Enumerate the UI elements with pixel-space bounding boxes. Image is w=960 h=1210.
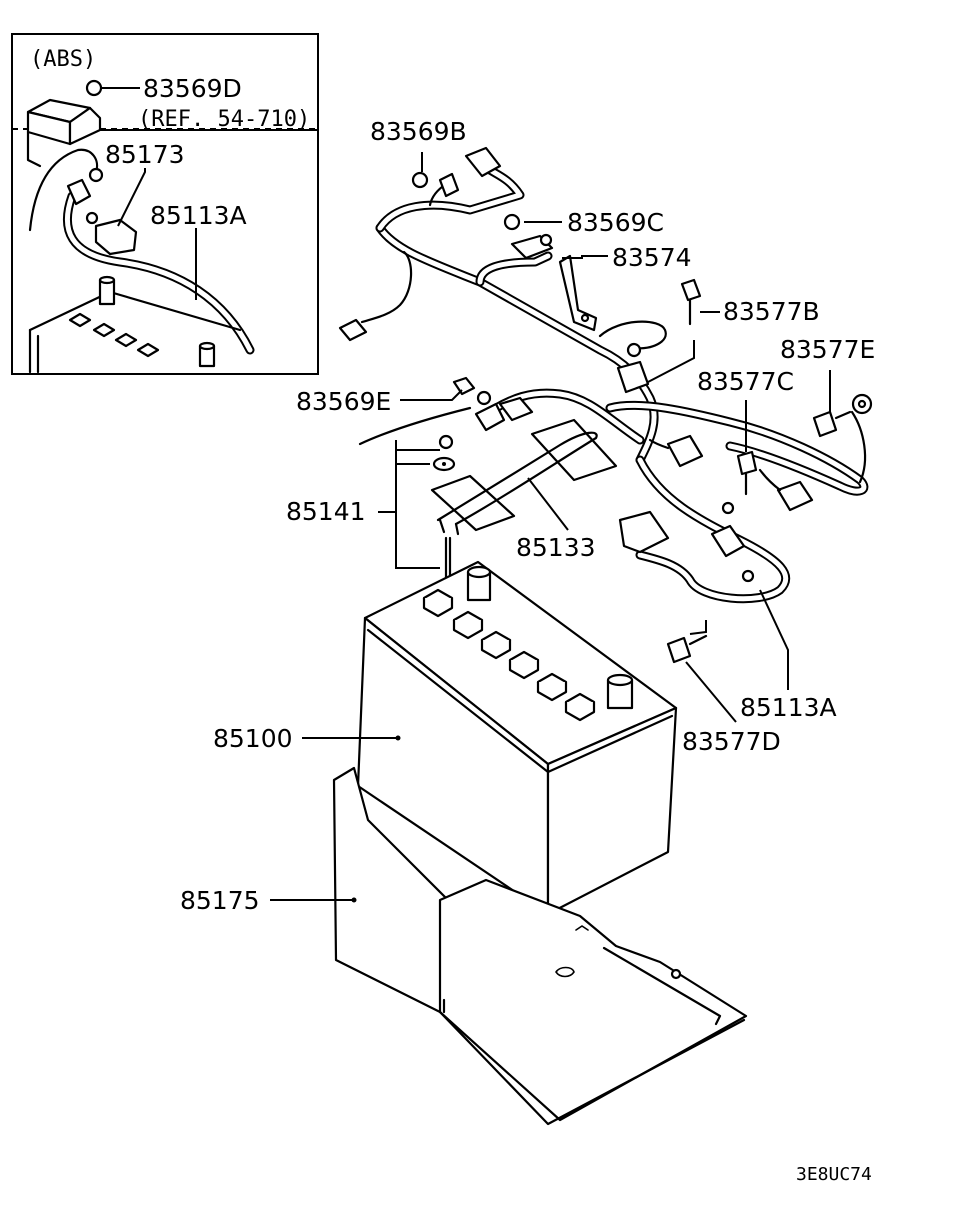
- label-85113A-inset: 85113A: [150, 201, 247, 230]
- abs-bracket: [26, 79, 140, 168]
- label-85133: 85133: [516, 533, 596, 562]
- battery-tray: [332, 766, 748, 1126]
- bolt-83577D: [666, 634, 708, 664]
- label-85113A: 85113A: [740, 693, 837, 722]
- label-83569E: 83569E: [296, 387, 391, 416]
- battery-cell-caps: [422, 588, 596, 722]
- nut-icon: [503, 213, 521, 231]
- nut-icon: [411, 171, 429, 189]
- abs-inset: (ABS): [11, 33, 319, 375]
- inset-battery-caps: [68, 275, 216, 368]
- bolt-83577B: [680, 278, 702, 326]
- label-83577D: 83577D: [682, 727, 781, 756]
- diagram-code: 3E8UC74: [796, 1164, 872, 1185]
- battery-terminals: [466, 565, 634, 710]
- ref-note: (REF. 54-710): [138, 107, 310, 132]
- battery: [356, 560, 678, 916]
- nut-icon: [85, 79, 103, 97]
- label-85100: 85100: [213, 724, 293, 753]
- label-85175: 85175: [180, 886, 260, 915]
- label-85173: 85173: [105, 140, 185, 169]
- inset-title: (ABS): [30, 47, 96, 72]
- label-85141: 85141: [286, 497, 366, 526]
- nut-icon: [438, 434, 454, 450]
- strap-pad: [530, 418, 618, 482]
- ring-terminal-icon: [88, 167, 104, 183]
- bolt-83577C: [736, 450, 758, 496]
- label-83569C: 83569C: [567, 208, 664, 237]
- label-83574: 83574: [612, 243, 692, 272]
- battery-side: [546, 706, 678, 916]
- nut-icon: [452, 376, 476, 396]
- label-83577C: 83577C: [697, 367, 794, 396]
- label-83577E: 83577E: [780, 335, 875, 364]
- leader-lines: [270, 152, 831, 903]
- label-83569B: 83569B: [370, 117, 467, 146]
- inset-frame: [11, 33, 319, 375]
- bolt-83577E: [812, 410, 852, 438]
- label-83577B: 83577B: [723, 297, 820, 326]
- label-83569D: 83569D: [143, 74, 242, 103]
